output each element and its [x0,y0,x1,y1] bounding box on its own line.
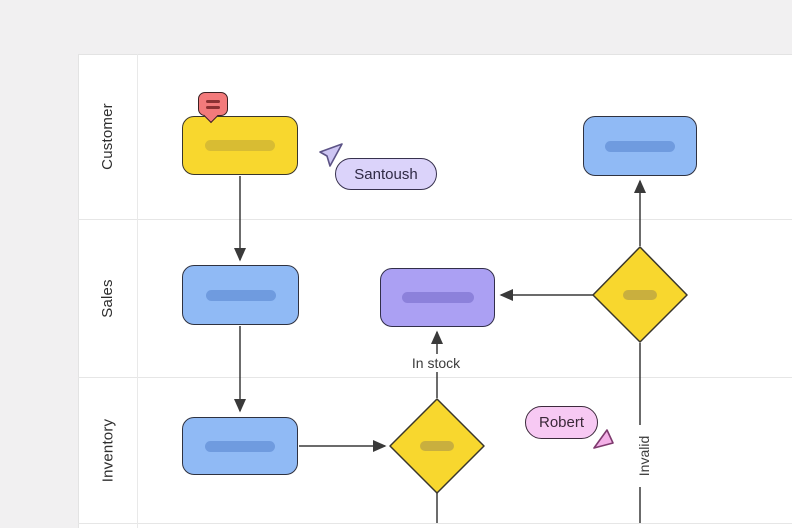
text-placeholder [205,140,275,151]
cursor-arrow-icon-robert [593,429,614,449]
text-placeholder [623,290,657,300]
lane-divider [78,523,792,524]
collaborator-cursor-robert: Robert [525,406,598,439]
comment-icon [206,105,220,109]
lane-divider [78,377,792,378]
process-node-customer-end[interactable] [583,116,697,176]
edge-label-invalid[interactable]: Invalid [635,425,653,487]
text-placeholder [605,140,675,152]
process-node-customer-start[interactable] [182,116,298,175]
process-node-sales[interactable] [182,265,299,325]
comment-icon [206,99,220,103]
cursor-arrow-icon-santoush [319,143,343,167]
process-node-sales-result[interactable] [380,268,495,327]
process-node-inventory[interactable] [182,417,298,475]
text-placeholder [205,289,276,301]
text-placeholder [205,440,275,452]
text-placeholder [420,441,454,451]
lane-divider [78,219,792,220]
collaborator-name: Robert [538,414,585,431]
comment-badge[interactable] [198,92,228,124]
lane-header-divider [137,54,138,528]
collaborator-cursor-santoush: Santoush [335,158,437,190]
edge-label-in-stock[interactable]: In stock [403,354,469,372]
collaborator-name: Santoush [354,165,418,183]
text-placeholder [401,292,474,303]
